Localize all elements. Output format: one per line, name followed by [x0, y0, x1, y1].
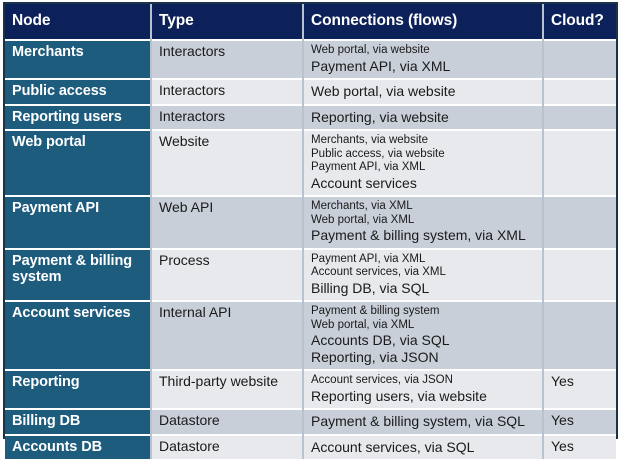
connection-flow-item: Payment API, via XML	[311, 253, 535, 267]
cell-type: Datastore	[151, 435, 303, 459]
cell-cloud	[543, 79, 616, 105]
table-header: Node Type Connections (flows) Cloud?	[5, 4, 616, 40]
cell-cloud: Yes	[543, 409, 616, 435]
connection-flow-item: Web portal, via XML	[311, 319, 535, 333]
cell-node: Public access	[5, 79, 151, 105]
column-header-node: Node	[5, 4, 151, 40]
connection-flow-list: Web portal, via website	[311, 83, 535, 100]
cell-node: Account services	[5, 301, 151, 370]
connection-flow-item: Payment API, via XML	[311, 161, 535, 175]
cell-cloud	[543, 130, 616, 196]
cell-cloud	[543, 196, 616, 249]
cell-type: Internal API	[151, 301, 303, 370]
cell-cloud: Yes	[543, 370, 616, 409]
connection-flow-list: Account services, via SQL	[311, 439, 535, 456]
cell-type: Interactors	[151, 105, 303, 131]
cell-cloud: Yes	[543, 435, 616, 459]
connection-flow-item: Payment API, via XML	[311, 58, 535, 75]
cell-node: Reporting users	[5, 105, 151, 131]
connection-flow-item: Accounts DB, via SQL	[311, 332, 535, 349]
header-row: Node Type Connections (flows) Cloud?	[5, 4, 616, 40]
connection-flow-list: Payment & billing system, via SQL	[311, 413, 535, 430]
cell-node: Accounts DB	[5, 435, 151, 459]
cell-type: Third-party website	[151, 370, 303, 409]
cell-node: Payment & billing system	[5, 249, 151, 302]
cell-type: Datastore	[151, 409, 303, 435]
connection-flow-item: Account services, via XML	[311, 266, 535, 280]
connection-flow-item: Payment & billing system, via XML	[311, 227, 535, 244]
cell-node: Merchants	[5, 40, 151, 79]
cell-node: Payment API	[5, 196, 151, 249]
connection-flow-item: Merchants, via XML	[311, 200, 535, 214]
cell-cloud	[543, 40, 616, 79]
column-header-connections: Connections (flows)	[303, 4, 543, 40]
architecture-node-table: Node Type Connections (flows) Cloud? Mer…	[3, 2, 618, 439]
cell-cloud	[543, 301, 616, 370]
cell-node: Reporting	[5, 370, 151, 409]
cell-type: Website	[151, 130, 303, 196]
connection-flow-list: Reporting, via website	[311, 109, 535, 126]
connection-flow-item: Billing DB, via SQL	[311, 280, 535, 297]
column-header-cloud: Cloud?	[543, 4, 616, 40]
cell-type: Interactors	[151, 40, 303, 79]
cell-node: Billing DB	[5, 409, 151, 435]
connection-flow-item: Account services	[311, 175, 535, 192]
cell-type: Web API	[151, 196, 303, 249]
cell-cloud	[543, 249, 616, 302]
cell-connections: Account services, via SQL	[303, 435, 543, 459]
cell-type: Interactors	[151, 79, 303, 105]
connection-flow-item: Web portal, via website	[311, 83, 535, 100]
cell-type: Process	[151, 249, 303, 302]
connection-flow-item: Public access, via website	[311, 148, 535, 162]
connection-flow-item: Account services, via JSON	[311, 374, 535, 388]
cell-connections: Payment & billing system, via SQL	[303, 409, 543, 435]
column-header-type: Type	[151, 4, 303, 40]
node-connections-table: Node Type Connections (flows) Cloud? Mer…	[5, 4, 616, 459]
connection-flow-item: Web portal, via XML	[311, 214, 535, 228]
connection-flow-item: Payment & billing system, via SQL	[311, 413, 535, 430]
connection-flow-item: Reporting, via JSON	[311, 349, 535, 366]
connection-flow-item: Reporting users, via website	[311, 388, 535, 405]
connection-flow-item: Reporting, via website	[311, 109, 535, 126]
cell-cloud	[543, 105, 616, 131]
connection-flow-item: Payment & billing system	[311, 305, 535, 319]
cell-node: Web portal	[5, 130, 151, 196]
connection-flow-item: Merchants, via website	[311, 134, 535, 148]
cell-connections: Reporting, via website	[303, 105, 543, 131]
connection-flow-item: Account services, via SQL	[311, 439, 535, 456]
connection-flow-item: Web portal, via website	[311, 44, 535, 58]
cell-connections: Web portal, via website	[303, 79, 543, 105]
